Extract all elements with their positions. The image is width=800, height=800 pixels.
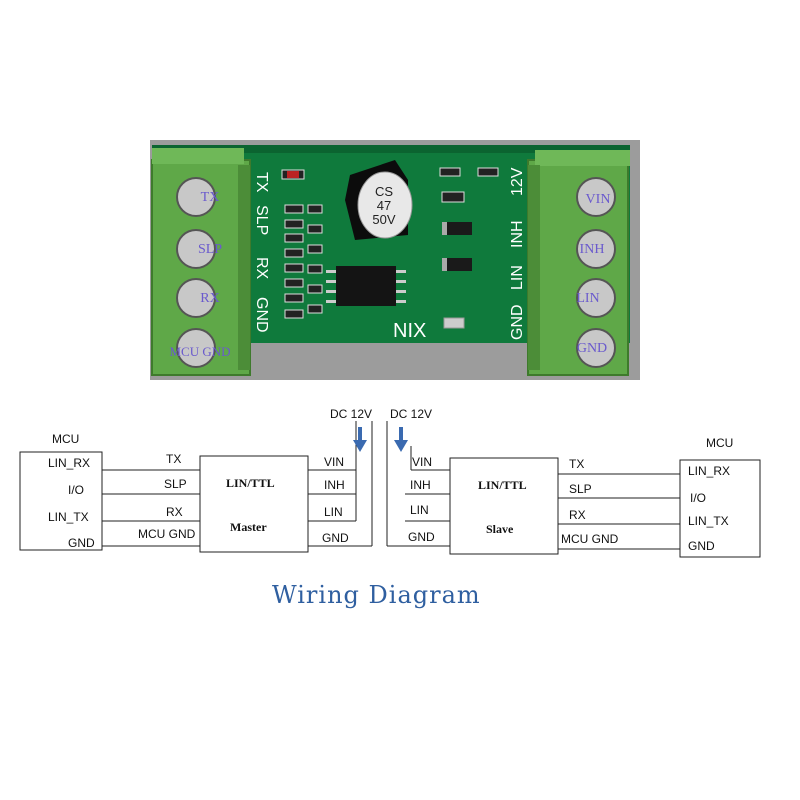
mcu-right-box [679,459,761,558]
right-terminal-label-gnd: GND [577,341,607,356]
right-terminal-label-inh: INH [580,242,605,257]
electrolytic-capacitor: CS 47 50V [345,160,413,240]
master-pin-vin: VIN [324,455,344,469]
silk-slp: SLP [253,205,270,235]
power-label-left: DC 12V [330,407,372,421]
mcu-left-box [19,451,103,551]
smd-diodes [442,222,472,271]
master-pin-lin: LIN [324,505,343,519]
master-pin-mcu-gnd: MCU GND [138,527,196,541]
mcu-right-pin-gnd: GND [688,539,715,553]
power-label-right: DC 12V [390,407,432,421]
silk-nix: NIX [393,320,426,342]
master-module: LIN/TTL Master [199,455,309,553]
silk-rx: RX [253,257,270,280]
board-photo: TX SLP RX MCU GND VIN INH LIN GND TX SLP… [150,140,640,380]
silk-12v: 12V [509,167,526,196]
left-terminal-label-slp: SLP [198,242,222,257]
right-terminal-label-lin: LIN [576,291,599,306]
wires-slave-power [386,421,450,547]
slave-pin-rx: RX [569,508,586,522]
left-terminal-block [151,148,251,376]
mcu-left-title: MCU [52,432,79,446]
capacitor-label-2: 47 [377,198,391,213]
master-pin-inh: INH [324,478,345,492]
left-terminal-label-rx: RX [200,291,219,306]
left-terminal-label-tx: TX [201,190,220,205]
mcu-right-title: MCU [706,436,733,450]
mcu-left-pin-lin-tx: LIN_TX [48,510,89,524]
master-pin-gnd: GND [322,531,349,545]
master-pin-rx: RX [166,505,183,519]
mcu-right-pin-lin-rx: LIN_RX [688,464,730,478]
slave-pin-vin: VIN [412,455,432,469]
left-screws [176,177,216,368]
wires-slave-mcu-right [558,473,680,550]
slave-pin-mcu-gnd: MCU GND [561,532,619,546]
capacitor-label-1: CS [375,184,393,199]
slave-subtitle: Slave [486,522,514,536]
silk-lin: LIN [509,265,526,290]
slave-module: LIN/TTL Slave [449,457,559,555]
mcu-left-pin-io: I/O [68,483,84,497]
slave-pin-slp: SLP [569,482,592,496]
slave-pin-inh: INH [410,478,431,492]
slave-title: LIN/TTL [478,478,527,492]
left-terminal-label-mcu-gnd: MCU GND [169,344,230,359]
master-pin-tx: TX [166,452,181,466]
slave-pin-gnd: GND [408,530,435,544]
diagram-caption: Wiring Diagram [272,581,481,609]
right-terminal-label-vin: VIN [586,192,611,207]
silk-gnd-right: GND [509,304,526,340]
slave-pin-tx: TX [569,457,584,471]
wires-master-power [308,421,373,547]
slave-pin-lin: LIN [410,503,429,517]
silk-inh: INH [509,220,526,248]
right-screws [576,177,616,368]
mcu-left: MCU LIN_RX I/O LIN_TX GND [19,432,103,551]
mcu-left-pin-lin-rx: LIN_RX [48,456,90,470]
master-pin-slp: SLP [164,477,187,491]
mcu-right-pin-io: I/O [690,491,706,505]
silk-gnd-left: GND [253,297,270,333]
power-arrow-right [394,427,408,452]
master-title: LIN/TTL [226,476,275,490]
mcu-right: MCU LIN_RX I/O LIN_TX GND [679,436,761,558]
silk-tx: TX [253,172,270,193]
mcu-right-pin-lin-tx: LIN_TX [688,514,729,528]
wires-mcu-left-master [102,469,200,547]
capacitor-label-3: 50V [372,212,395,227]
ic-chip [326,266,406,306]
smd-resistors [281,167,499,329]
master-subtitle: Master [230,520,267,534]
mcu-left-pin-gnd: GND [68,536,95,550]
power-arrow-left [353,427,367,452]
